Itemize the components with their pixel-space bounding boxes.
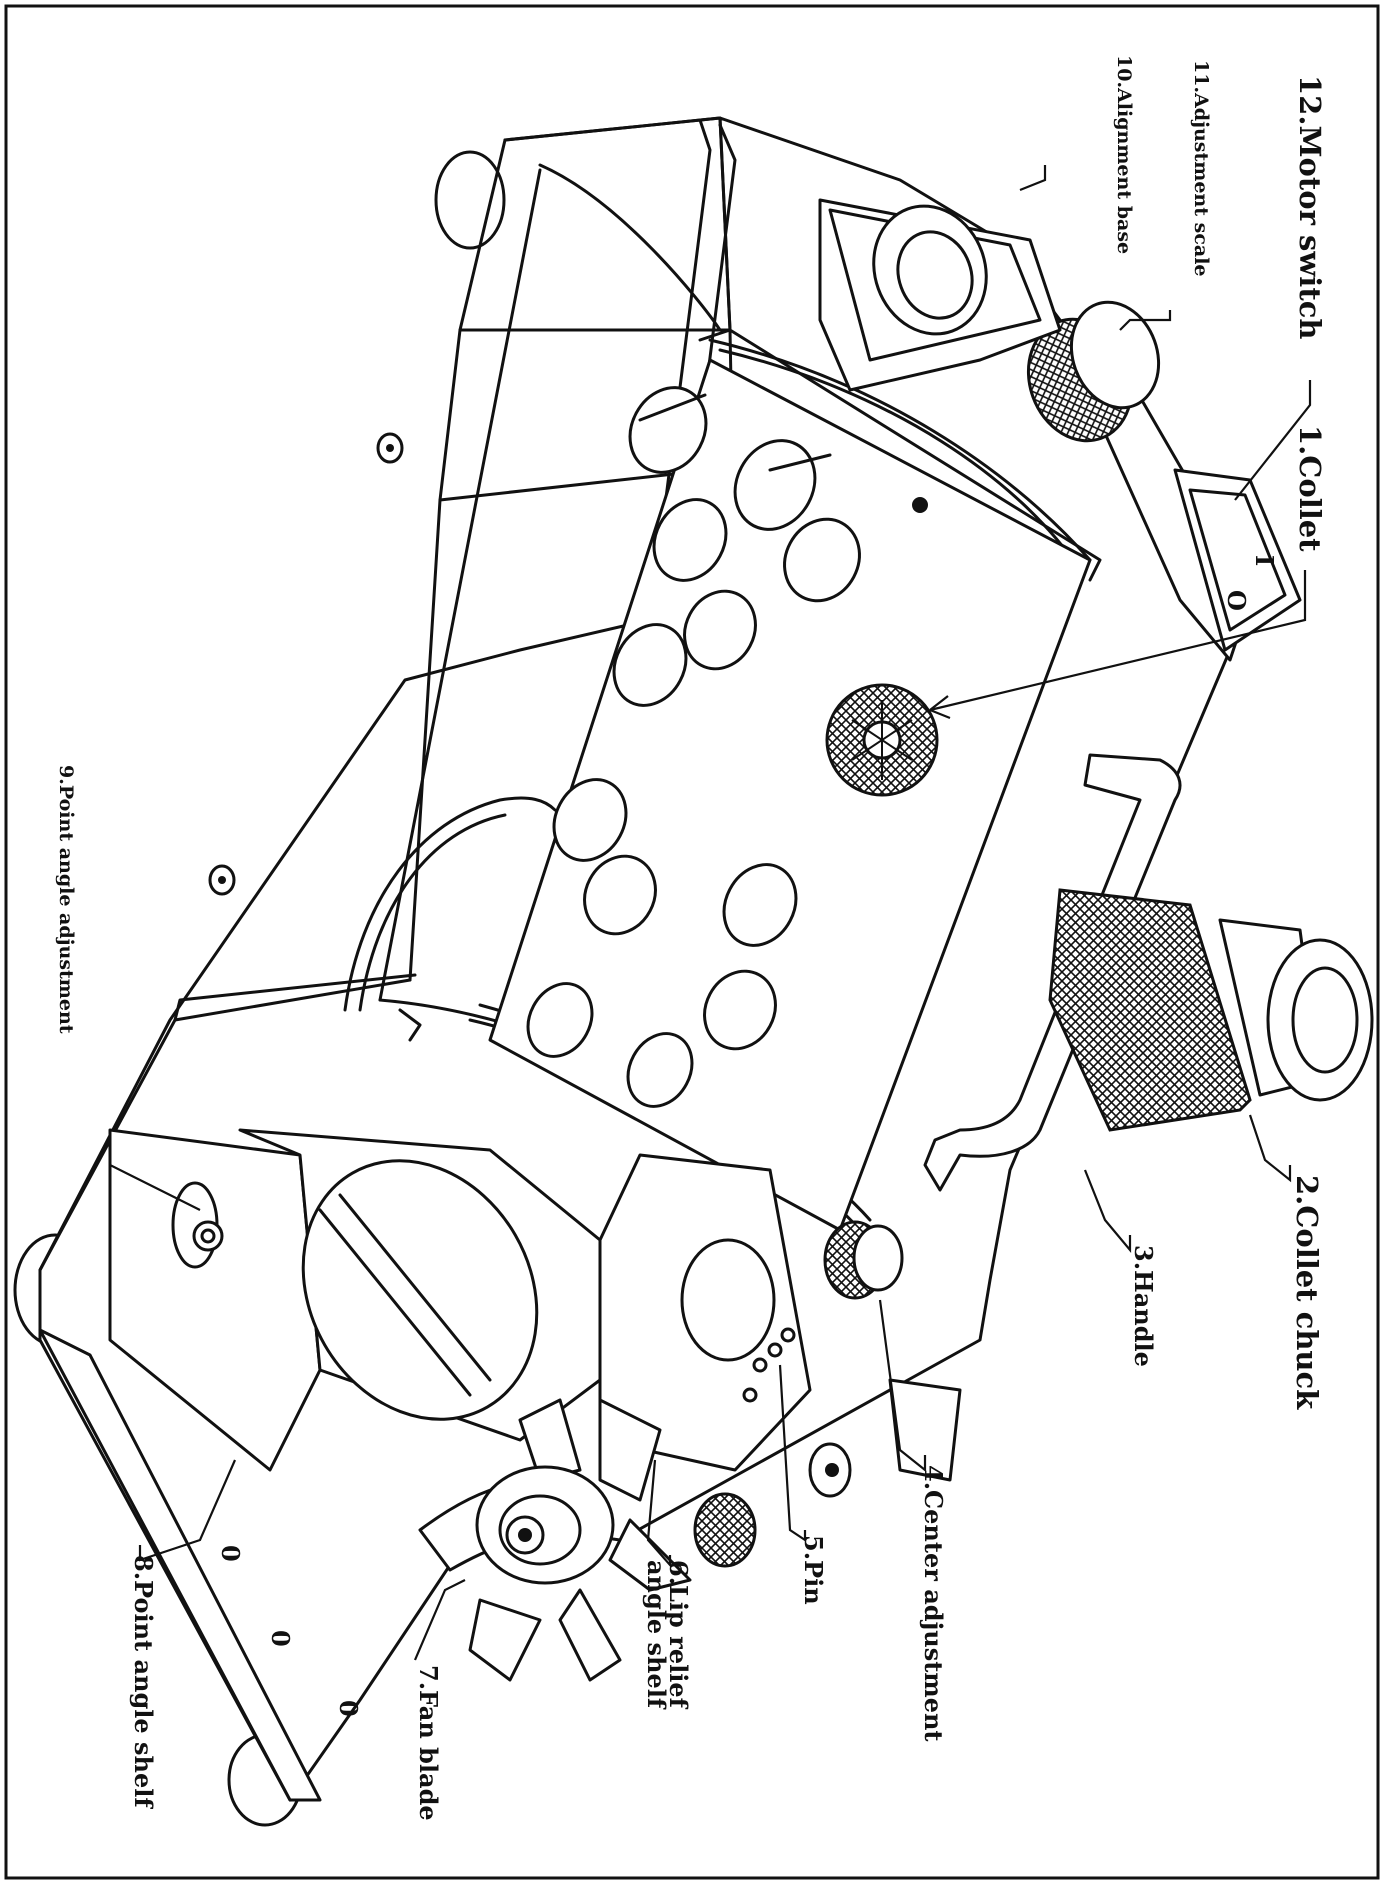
shelf-mark-1: 0 xyxy=(216,1545,245,1562)
leader-lines xyxy=(108,165,1312,1661)
part-labels: 1.Collet 2.Collet chuck 3.Handle 4.Cente… xyxy=(55,55,1327,1821)
label-alignment-base: 10.Alignment base xyxy=(1113,55,1135,254)
label-handle: 3.Handle xyxy=(1129,1245,1158,1367)
label-center-adjustment: 4.Center adjustment xyxy=(919,1465,948,1742)
shelf-mark-2: 0 xyxy=(266,1630,295,1647)
label-collet: 1.Collet xyxy=(1293,425,1327,552)
shelf-mark-3: 0 xyxy=(334,1700,363,1717)
label-pin: 5.Pin xyxy=(799,1535,828,1605)
collet-part xyxy=(825,683,939,797)
label-adjustment-scale: 11.Adjustment scale xyxy=(1190,60,1212,277)
handle-part xyxy=(923,753,1182,1192)
collet-chuck-part xyxy=(1048,888,1374,1132)
point-angle-shelf-part xyxy=(38,1128,602,1802)
label-lip-relief-line1: 6.Lip relief xyxy=(664,1560,693,1710)
fan-blade-part xyxy=(418,1398,757,1682)
diagram-frame xyxy=(4,4,1380,1880)
adjustment-knob-upper xyxy=(1026,300,1161,443)
label-point-angle-shelf: 8.Point angle shelf xyxy=(129,1555,158,1809)
center-adjustment-knob xyxy=(823,1220,904,1300)
switch-on-mark: I xyxy=(1250,555,1279,566)
label-lip-relief-line2: angle shelf xyxy=(642,1560,671,1710)
switch-off-mark: O xyxy=(1222,590,1251,611)
alignment-base-part xyxy=(818,198,1062,392)
machine-body: I O xyxy=(13,116,1374,1827)
label-fan-blade: 7.Fan blade xyxy=(414,1665,443,1821)
label-point-angle-adjustment: 9.Point angle adjustment xyxy=(55,765,77,1034)
label-collet-chuck: 2.Collet chuck xyxy=(1290,1175,1324,1410)
lip-relief-shelf-part xyxy=(598,1153,812,1472)
label-motor-switch: 12.Motor switch xyxy=(1293,75,1327,339)
